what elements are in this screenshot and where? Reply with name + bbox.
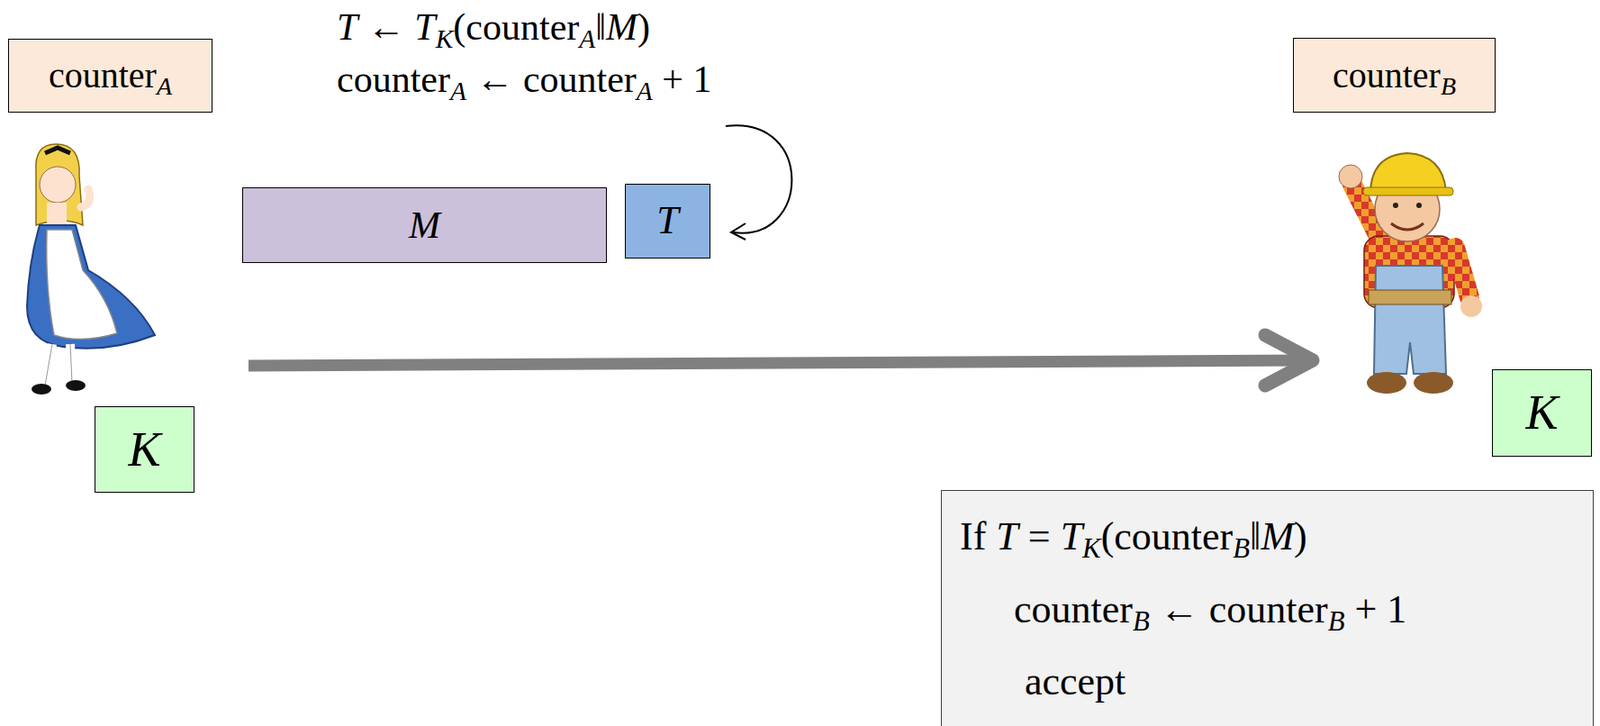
bob-hand: [1338, 164, 1363, 189]
leader-head: [731, 223, 746, 240]
key-box: K: [94, 406, 195, 493]
alice-dress: [27, 225, 155, 349]
formula-label: T ← TK(counterA‖M): [336, 5, 651, 49]
bob-hat-brim: [1363, 187, 1454, 196]
bob-arm: [1455, 247, 1470, 298]
alice-shoe: [31, 383, 52, 395]
formula-label: counterA ← counterA + 1: [336, 57, 713, 101]
counter-box: counterA: [8, 38, 213, 113]
bob-boot: [1413, 371, 1454, 394]
bob-hand: [1460, 295, 1483, 317]
alice-shoe: [65, 379, 86, 391]
alice-bow: [45, 147, 71, 154]
bob-smile: [1391, 223, 1424, 230]
bob-overalls: [1374, 265, 1447, 374]
bob-hat: [1370, 153, 1447, 191]
alice-leg: [70, 343, 73, 383]
bob-figure: [1338, 153, 1483, 394]
counter-box: counterB: [1292, 37, 1496, 113]
pointer-arrow: [725, 125, 792, 240]
node-text: counterB: [1332, 54, 1456, 97]
node-text: If T = TK(counterB‖M): [959, 514, 1308, 561]
alice-figure: [27, 144, 155, 395]
node-text: M: [408, 203, 441, 247]
arrow-head: [1265, 334, 1313, 386]
bob-toolbelt: [1368, 289, 1452, 305]
alice-arm: [81, 189, 91, 208]
verify-box: If T = TK(counterB‖M) counterB ← counterB…: [940, 489, 1594, 726]
node-text: counterA: [48, 54, 172, 97]
node-text: T: [656, 198, 678, 245]
node-text: accept: [1024, 659, 1126, 706]
key-box: K: [1491, 369, 1592, 457]
node-text: K: [127, 421, 161, 478]
alice-apron: [46, 229, 118, 340]
alice-neck: [46, 202, 67, 228]
alice-leg: [45, 343, 53, 386]
tag-box: T: [624, 183, 711, 259]
arrow-shaft: [248, 360, 1308, 366]
bob-boot: [1366, 371, 1407, 394]
message-box: M: [242, 187, 607, 263]
transmission-arrow: [248, 334, 1313, 386]
bob-eye: [1416, 202, 1422, 208]
curved-leader: [725, 125, 792, 233]
node-text: counterB ← counterB + 1: [1013, 587, 1407, 633]
bob-eye: [1392, 202, 1399, 208]
alice-face: [39, 166, 76, 203]
node-text: K: [1525, 384, 1558, 441]
alice-leg: [70, 343, 73, 383]
alice-leg: [45, 343, 53, 386]
